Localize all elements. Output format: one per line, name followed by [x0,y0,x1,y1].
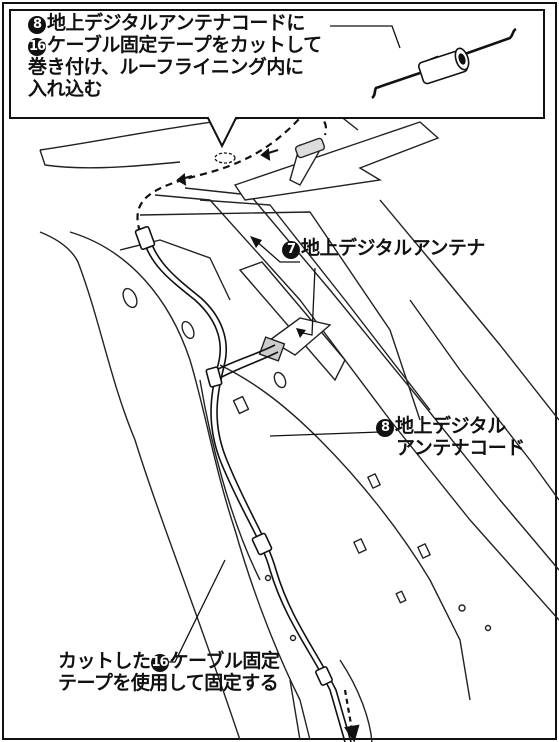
step-number-8-cord: 8 [376,419,394,437]
box-line-3: 巻き付け、ルーフライニング内に [28,56,304,78]
antenna-element-upper [233,121,440,201]
inset-cable-wrap-illustration [371,27,517,100]
down-arrow [343,689,360,742]
callout-box [9,9,545,149]
box-line-1: 地上デジタルアンテナコードに [47,12,305,34]
leader-arrowhead-antenna [250,236,262,248]
vehicle-body-drawing [39,107,559,742]
direction-arrows [176,148,279,186]
antenna-label-text: 地上デジタルアンテナ [301,237,485,259]
tape-wrap-dashed [214,152,236,164]
step-number-7: 7 [282,241,300,259]
cord-clips [134,225,333,686]
step-number-8: 8 [28,16,46,34]
cord-label-line-1: 地上デジタル [395,415,506,437]
box-line-4: 入れ込む [28,78,103,100]
cut-label-prefix: カットした [58,650,151,672]
cut-label-line-2: テープを使用して固定する [58,672,279,694]
cord-label-line-2: アンテナコード [396,437,525,459]
box-line-2: ケーブル固定テープをカットして [47,34,322,56]
cut-label-line-1-suffix: ケーブル固定 [169,650,280,672]
step-number-16-cut: 16 [150,654,169,672]
step-number-16: 16 [28,38,46,56]
leader-arrowhead-antenna-2 [296,328,306,338]
